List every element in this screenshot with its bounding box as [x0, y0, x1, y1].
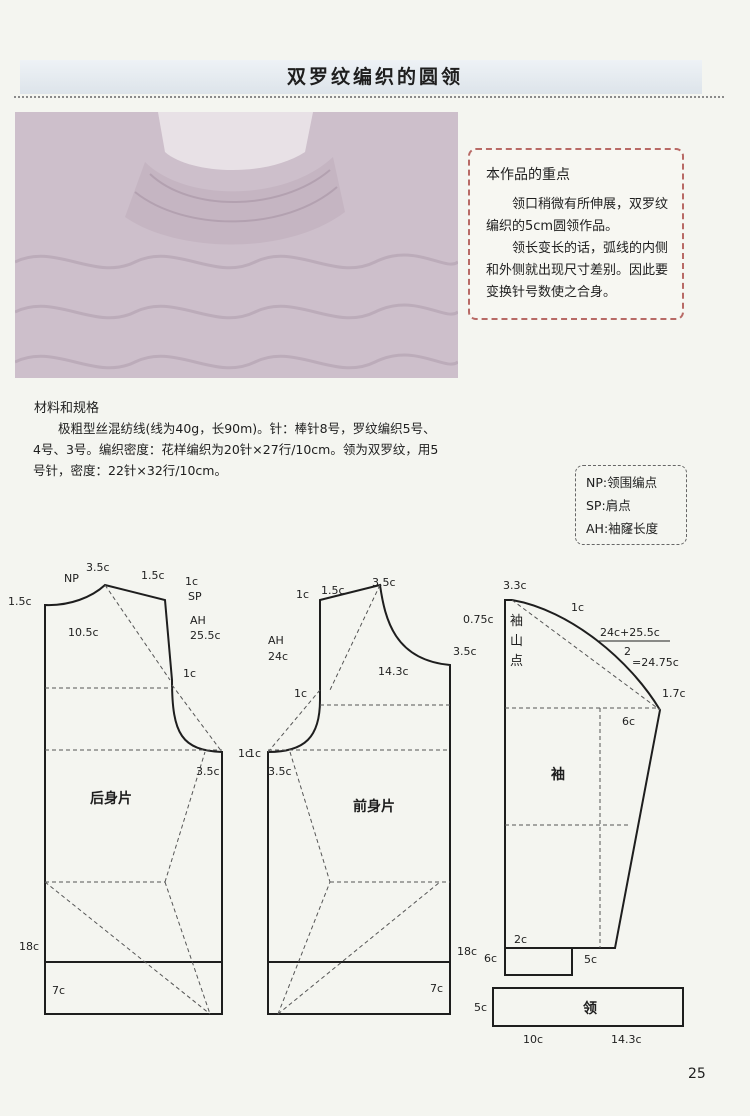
front-piece-name: 前身片: [353, 798, 395, 815]
abbreviation-legend: NP:领围编点 SP:肩点 AH:袖窿长度: [575, 465, 687, 545]
sleeve-edge: 1.7c: [662, 687, 686, 700]
sleeve-cap-char: 袖: [510, 614, 523, 629]
sleeve-cap-char: 点: [510, 654, 523, 669]
collar-half-width: 10c: [523, 1033, 543, 1046]
front-sp-offset: 1c: [296, 588, 309, 601]
collar-piece: [492, 987, 684, 1027]
materials-body: 极粗型丝混纺线(线为40g，长90m)。针：棒针8号，罗纹编织5号、4号、3号。…: [33, 418, 443, 481]
front-underarm: 1c: [248, 747, 261, 760]
materials-heading: 材料和规格: [34, 401, 100, 416]
sweater-photo: [15, 112, 458, 378]
front-neck-width: 3.5c: [372, 576, 396, 589]
front-labels: 1c 1.5c 3.5c AH 24c 14.3c 3.5c 1c 1c 3.5…: [248, 576, 477, 995]
back-piece: [44, 583, 223, 1015]
page-number: 25: [688, 1066, 706, 1082]
materials-text: 极粗型丝混纺线(线为40g，长90m)。针：棒针8号，罗纹编织5号、4号、3号。…: [33, 421, 439, 478]
sleeve-formula-result: =24.75c: [632, 656, 679, 669]
back-armhole-step: 1c: [183, 667, 196, 680]
back-shoulder-drop: 1.5c: [141, 569, 165, 582]
sleeve-guides: [505, 599, 661, 948]
back-sp-offset: 1c: [185, 575, 198, 588]
legend-item: NP:领围编点: [586, 475, 658, 490]
sleeve-top-width: 3.3c: [503, 579, 527, 592]
sleeve-underarm: 6c: [622, 715, 635, 728]
pattern-diagram: NP 3.5c 1.5c 1c SP 1.5c 10.5c AH 25.5c 1…: [8, 561, 686, 1046]
back-neck-width: 3.5c: [86, 561, 110, 574]
key-point-paragraph: 领口稍微有所伸展，双罗纹编织的5cm圆领作品。: [486, 197, 669, 234]
back-np-label: NP: [64, 572, 79, 585]
sleeve-cap-char: 山: [510, 634, 523, 649]
collar-labels: 领 5c 10c 14.3c: [474, 1000, 642, 1046]
key-points-body: 领口稍微有所伸展，双罗纹编织的5cm圆领作品。 领长变长的话，弧线的内侧和外侧就…: [486, 194, 670, 304]
sleeve-cap-step: 1c: [571, 601, 584, 614]
sleeve-piece: [504, 599, 662, 976]
back-side-width: 10.5c: [68, 626, 99, 639]
sleeve-cuff-height: 6c: [484, 952, 497, 965]
back-sp-label: SP: [188, 590, 202, 603]
back-piece-name: 后身片: [90, 790, 132, 807]
sleeve-cuff-top: 2c: [514, 933, 527, 946]
front-shoulder-drop: 1.5c: [321, 584, 345, 597]
front-neck-depth: 3.5c: [453, 645, 477, 658]
front-ah-label: AH: [268, 634, 284, 647]
page-title: 双罗纹编织的圆领: [286, 66, 463, 88]
key-points-heading: 本作品的重点: [486, 167, 570, 183]
back-side-length: 18c: [19, 940, 39, 953]
front-armhole-step: 1c: [294, 687, 307, 700]
legend-item: SP:肩点: [586, 498, 631, 513]
back-guides: [44, 584, 223, 1015]
title-band: [20, 60, 702, 94]
collar-piece-name: 领: [583, 1000, 597, 1017]
sleeve-formula-denominator: 2: [624, 645, 631, 658]
front-armhole-base: 3.5c: [268, 765, 292, 778]
legend-item: AH:袖窿长度: [586, 521, 659, 536]
back-labels: NP 3.5c 1.5c 1c SP 1.5c 10.5c AH 25.5c 1…: [8, 561, 251, 997]
sleeve-top-offset: 0.75c: [463, 613, 494, 626]
sleeve-labels: 3.3c 0.75c 袖 山 点 1c 24c+25.5c 2 =24.75c …: [463, 579, 686, 966]
back-ah-label: AH: [190, 614, 206, 627]
key-point-paragraph: 领长变长的话，弧线的内侧和外侧就出现尺寸差别。因此要变换针号数使之合身。: [486, 241, 669, 300]
sleeve-cuff-width: 5c: [584, 953, 597, 966]
front-piece: [267, 583, 451, 1015]
front-ah-value: 24c: [268, 650, 288, 663]
title-divider: [14, 96, 724, 98]
front-neck-curve: 14.3c: [378, 665, 409, 678]
key-points-box: 本作品的重点 领口稍微有所伸展，双罗纹编织的5cm圆领作品。 领长变长的话，弧线…: [468, 148, 684, 320]
back-armhole-base: 3.5c: [196, 765, 220, 778]
collar-height: 5c: [474, 1001, 487, 1014]
front-side-length: 18c: [457, 945, 477, 958]
back-ah-value: 25.5c: [190, 629, 221, 642]
sleeve-piece-name: 袖: [551, 766, 565, 783]
front-guides: [267, 584, 450, 1015]
sweater-illustration: [15, 112, 458, 378]
sleeve-formula-numerator: 24c+25.5c: [600, 626, 660, 639]
back-underarm: 1c: [238, 747, 251, 760]
front-rib-height: 7c: [430, 982, 443, 995]
back-neck-depth: 1.5c: [8, 595, 32, 608]
back-rib-height: 7c: [52, 984, 65, 997]
collar-length: 14.3c: [611, 1033, 642, 1046]
